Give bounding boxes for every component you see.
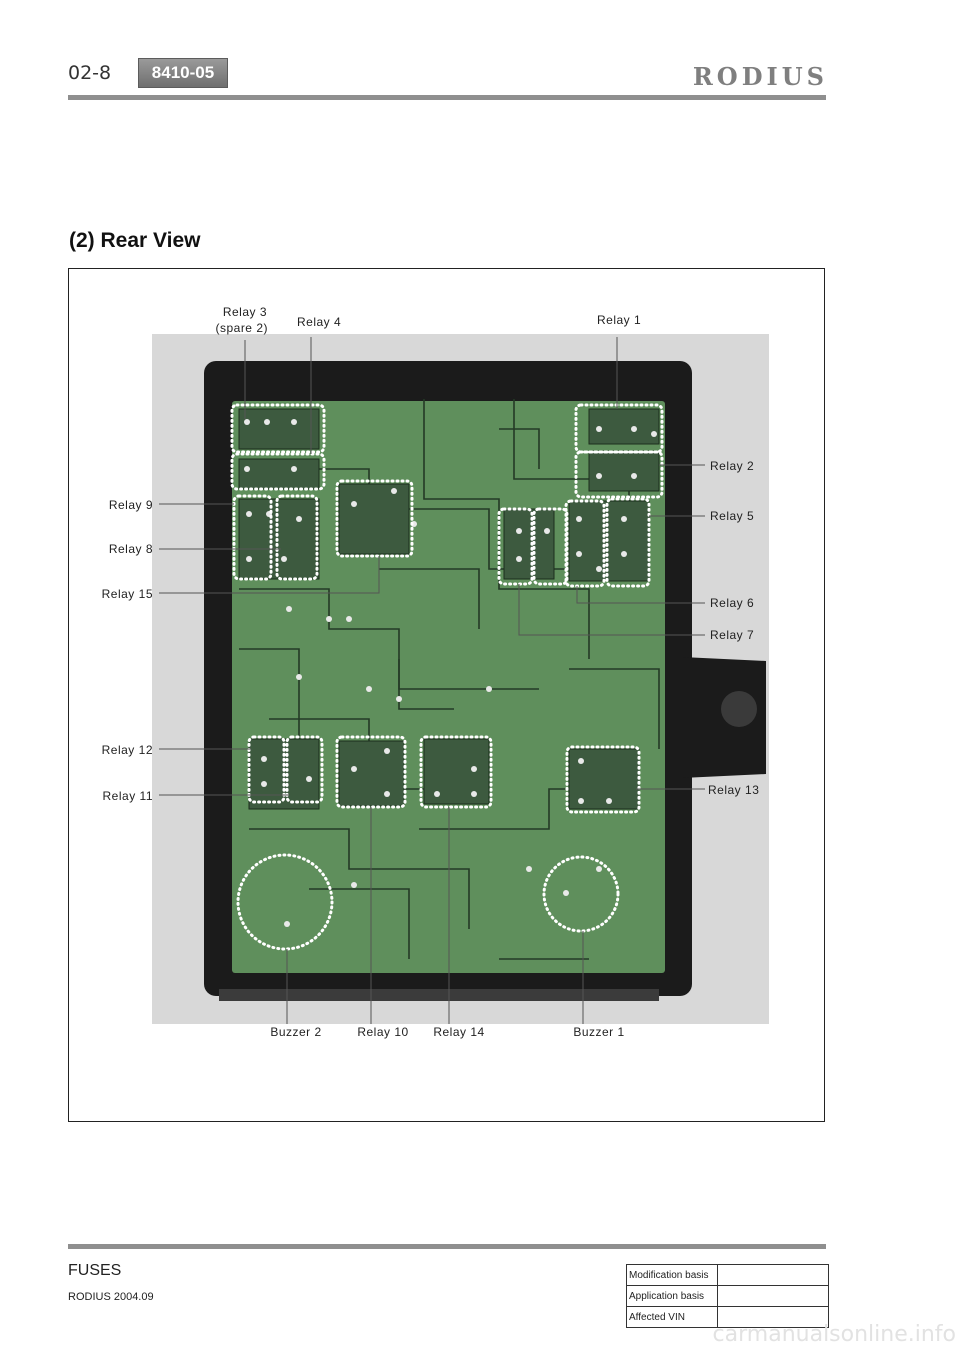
relay-pads <box>238 408 660 810</box>
buzzer-2-label: Buzzer 2 <box>270 1025 321 1039</box>
brand-logo: RODIUS <box>692 62 828 91</box>
relay-11-outline <box>285 735 324 804</box>
leader-lines <box>159 337 705 1024</box>
relay-15-outline <box>335 479 414 558</box>
relay-5-label: Relay 5 <box>710 509 754 523</box>
relay-12-label: Relay 12 <box>102 743 153 757</box>
relay-12-outline <box>247 735 286 804</box>
diagram-frame <box>68 268 825 1122</box>
fuse-box-rear-view-diagram: Relay 3 (spare 2) Relay 4 Relay 1 Relay … <box>102 305 769 1039</box>
relay-4-label: Relay 4 <box>297 315 341 329</box>
buzzer-2-outline <box>236 853 334 951</box>
relay-3-label: Relay 3 <box>223 305 267 319</box>
header-divider <box>68 95 826 100</box>
relay-10-label: Relay 10 <box>357 1025 408 1039</box>
relay-1-label: Relay 1 <box>597 313 641 327</box>
buzzer-1-label: Buzzer 1 <box>573 1025 624 1039</box>
modification-table: Modification basis Application basis Aff… <box>626 1264 829 1328</box>
relay-15-label: Relay 15 <box>102 587 153 601</box>
relay-1-outline <box>574 403 664 454</box>
relay-7a-outline <box>497 507 534 586</box>
table-cell-label: Modification basis <box>626 1264 718 1286</box>
relay-2-label: Relay 2 <box>710 459 754 473</box>
relay-14-outline <box>419 735 493 809</box>
table-cell-value <box>717 1285 829 1307</box>
relay-outlines <box>230 403 664 951</box>
relay-8-label: Relay 8 <box>109 542 153 556</box>
solder-points <box>244 419 657 927</box>
relay-11-label: Relay 11 <box>103 789 153 803</box>
table-cell-value <box>717 1306 829 1328</box>
page-number: 02-8 <box>68 62 112 84</box>
relay-13-outline <box>565 745 641 814</box>
relay-7-label: Relay 7 <box>710 628 754 642</box>
relay-6-outline <box>564 499 606 588</box>
relay-2-outline <box>574 450 664 499</box>
relay-5-outline <box>605 497 651 588</box>
mounting-bolt <box>721 691 757 727</box>
table-cell-label: Application basis <box>626 1285 718 1307</box>
buzzer-1-outline <box>542 855 620 933</box>
footer-divider <box>68 1244 826 1249</box>
relay-3-outline <box>230 403 326 454</box>
table-cell-value <box>717 1264 829 1286</box>
relay-9-outline <box>232 494 273 581</box>
relay-14-label: Relay 14 <box>433 1025 484 1039</box>
relay-13-label: Relay 13 <box>708 783 759 797</box>
footer-title: FUSES <box>68 1262 122 1279</box>
watermark: carmanualsonline.info <box>712 1322 956 1347</box>
section-code-badge: 8410-05 <box>138 58 228 88</box>
relay-8-outline <box>275 494 319 581</box>
relay-9-label: Relay 9 <box>109 498 153 512</box>
table-row: Modification basis <box>626 1264 829 1286</box>
connector-edge <box>219 989 659 1001</box>
footer-edition: RODIUS 2004.09 <box>68 1291 154 1303</box>
table-row: Application basis <box>626 1285 829 1307</box>
table-cell-label: Affected VIN <box>626 1306 718 1328</box>
relay-4-outline <box>230 452 326 491</box>
table-row: Affected VIN <box>626 1306 829 1328</box>
relay-7b-outline <box>532 507 569 586</box>
section-title: (2) Rear View <box>69 229 201 252</box>
relay-3-spare-label: (spare 2) <box>215 321 268 335</box>
relay-6-label: Relay 6 <box>710 596 754 610</box>
